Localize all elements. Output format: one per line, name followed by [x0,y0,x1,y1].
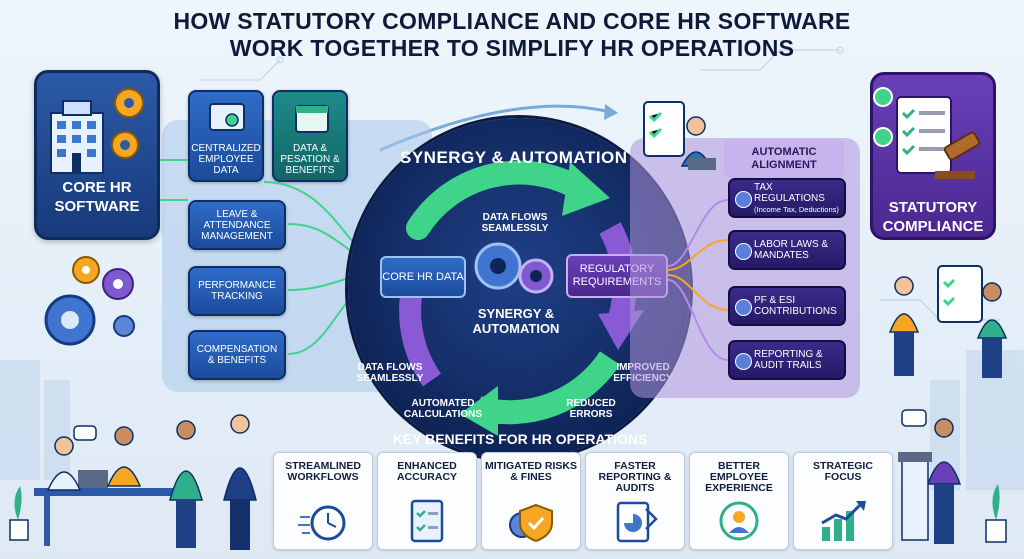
calendar-icon [295,105,329,133]
reduced-errors-label: REDUCED ERRORS [566,398,616,420]
presenter-icon [898,409,1007,544]
title-line-2: WORK TOGETHER TO SIMPLIFY HR OPERATIONS [229,35,795,61]
tax-document-icon [735,191,752,208]
page-title: HOW STATUTORY COMPLIANCE AND CORE HR SOF… [0,8,1024,62]
law-book-icon [735,243,752,260]
automated-calculations-label: AUTOMATED CALCULATIONS [403,398,483,420]
stopwatch-icon [298,505,346,541]
benefit-streamlined-workflows: STREAMLINED WORKFLOWS [273,452,373,550]
benefit-enhanced-accuracy: ENHANCED ACCURACY [377,452,477,550]
feature-leave-attendance: LEAVE & ATTENDANCE MANAGEMENT [188,200,286,250]
building-icon [50,88,144,174]
benefit-faster-reporting: FASTER REPORTING & AUDITS [585,452,685,550]
checklist-icon [410,499,444,543]
report-icon [735,353,752,370]
core-hr-label: CORE HR SOFTWARE [54,179,140,215]
statutory-compliance-card [870,72,996,240]
synergy-automation-label: SYNERGY & AUTOMATION [472,306,560,336]
title-line-1: HOW STATUTORY COMPLIANCE AND CORE HR SOF… [173,8,851,34]
data-flows-bottom-label: DATA FLOWS SEAMLESSLY [356,362,424,384]
gear-icon [111,88,144,159]
growth-chart-icon [821,501,866,541]
checklist-gavel-icon [873,87,981,179]
feature-performance-tracking: PERFORMANCE TRACKING [188,266,286,316]
core-hr-card [34,70,160,240]
plant-icon [9,486,29,541]
benefit-better-employee-experience: BETTER EMPLOYEE EXPERIENCE [689,452,789,550]
benefit-mitigated-risks: MITIGATED RISKS & FINES [481,452,581,550]
compliance-reporting-audit: REPORTING & AUDIT TRAILS [728,340,846,380]
statutory-compliance-label: STATUTORY COMPLIANCE [882,199,984,235]
contribution-icon [735,299,752,316]
shield-gear-icon [509,503,553,543]
right-connector-lines [667,199,729,361]
benefits-title: KEY BENEFITS FOR HR OPERATIONS [392,431,648,447]
compliance-labor-laws: LABOR LAWS & MANDATES [728,230,846,270]
gears-cluster-icon [44,256,135,346]
compliance-tax-regulations: TAX REGULATIONS(Income Tax, Deductions) [728,178,846,218]
core-hr-data-node: CORE HR DATA [380,256,466,298]
data-flows-top-label: DATA FLOWS SEAMLESSLY [481,212,549,234]
feature-compensation-benefits: COMPENSATION & BENEFITS [188,330,286,380]
plant-icon [985,484,1007,543]
database-icon [209,103,245,131]
feature-centralized-employee-data: CENTRALIZED EMPLOYEE DATA [188,90,264,182]
center-gears-icon [474,242,554,294]
office-team-icon [9,414,257,550]
compliance-pf-esi: PF & ESI CONTRIBUTIONS [728,286,846,326]
speech-bubble-icon [73,425,97,441]
report-chart-icon [616,501,658,543]
people-cycle-icon [719,501,759,541]
synergy-arc-title: SYNERGY & AUTOMATION [400,148,628,167]
people-review-icon [888,265,1008,378]
speech-bubble-icon [901,409,927,427]
benefit-strategic-focus: STRATEGIC FOCUS [793,452,893,550]
person-at-laptop-icon [643,101,716,170]
automatic-alignment-label: AUTOMATIC ALIGNMENT [724,139,844,179]
feature-data-pesation-benefits: DATA & PESATION & BENEFITS [272,90,348,182]
